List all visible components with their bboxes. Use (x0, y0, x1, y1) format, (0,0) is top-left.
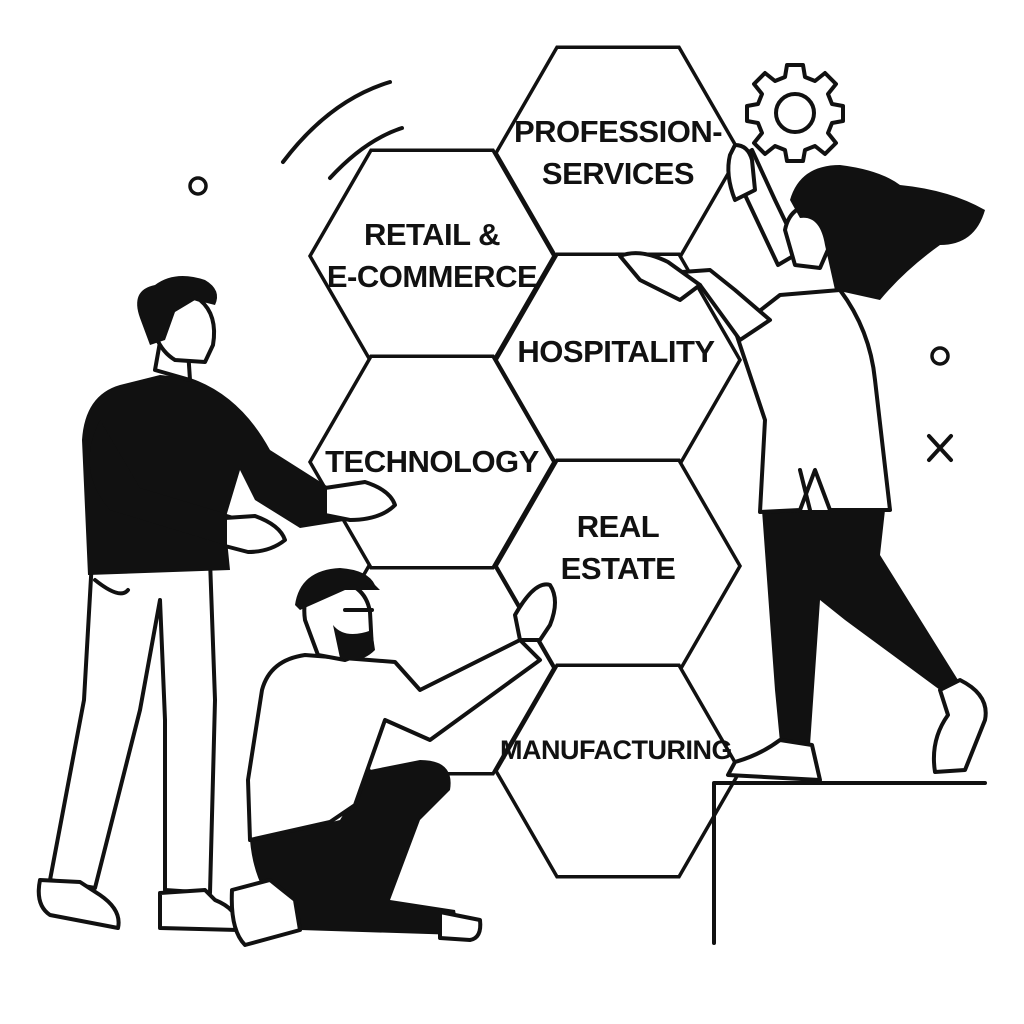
hexagon-label: REAL (577, 509, 659, 544)
hexagon-shape (493, 663, 743, 879)
hexagon-label: PROFESSION- (514, 114, 722, 149)
hexagon-label: SERVICES (542, 156, 694, 191)
hexagon-hospitality: HOSPITALITY (493, 252, 743, 468)
hexagon-retail-ecommerce: RETAIL & E-COMMERCE (307, 148, 557, 364)
circle-icon (930, 346, 950, 366)
platform (712, 781, 987, 945)
hexagon-label: MANUFACTURING (500, 735, 732, 765)
hexagon-label: HOSPITALITY (517, 334, 715, 369)
hexagon-label: RETAIL & (364, 217, 500, 252)
hexagon-professional-services: PROFESSION- SERVICES (493, 45, 743, 261)
arc-lines (281, 80, 404, 180)
hexagon-label: TECHNOLOGY (325, 444, 540, 479)
hexagon-manufacturing: MANUFACTURING (493, 663, 743, 879)
circle-icon (188, 176, 208, 196)
hexagon-real-estate: REAL ESTATE (493, 458, 743, 674)
woman-figure (618, 143, 988, 782)
cross-icon (927, 434, 953, 462)
hexagon-label: E-COMMERCE (327, 259, 537, 294)
man-kneeling-figure (229, 568, 557, 947)
man-standing-figure (36, 276, 397, 932)
hexagon-label: ESTATE (561, 551, 676, 586)
gear-icon (745, 63, 845, 163)
